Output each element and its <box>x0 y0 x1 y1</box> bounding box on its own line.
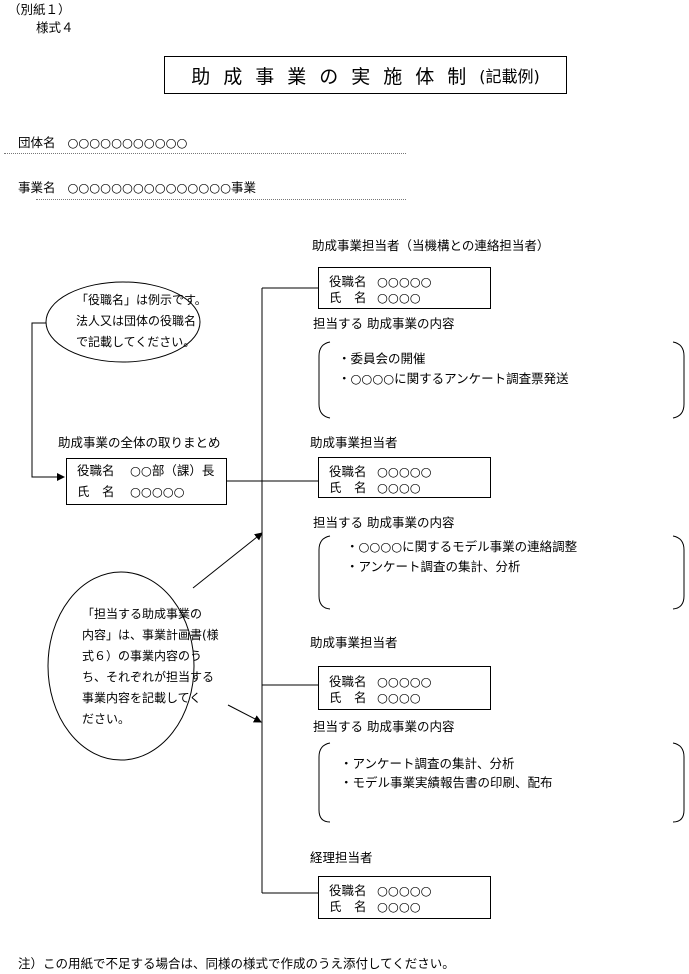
position-value: ○○○○○ <box>377 883 432 898</box>
form-number: 様式４ <box>36 20 74 35</box>
name-value: ○○○○ <box>377 480 421 495</box>
name-value: ○○○○ <box>377 290 421 305</box>
note-line: 法人又は団体の役職名 <box>76 314 197 328</box>
attachment-label: （別紙１） <box>8 2 71 17</box>
title-sub: (記載例) <box>479 67 540 86</box>
note-line: 式６）の事業内容のう <box>82 649 203 663</box>
staff-heading: 助成事業担当者（当機構との連絡担当者） <box>312 238 550 253</box>
staff-box: 役職名 ○○○○○ 氏 名 ○○○○ <box>318 457 491 498</box>
project-value: ○○○○○○○○○○○○○○○事業 <box>67 180 257 195</box>
position-label: 役職名 <box>329 464 367 479</box>
staff-heading: 助成事業担当者 <box>310 635 398 650</box>
overall-box: 役職名 ○○部（課）長 氏 名 ○○○○○ <box>66 458 227 505</box>
accounting-box: 役職名 ○○○○○ 氏 名 ○○○○ <box>318 876 491 919</box>
name-value: ○○○○ <box>377 899 421 914</box>
name-label: 氏 名 <box>329 690 367 705</box>
organization-value: ○○○○○○○○○○○ <box>67 135 188 150</box>
title-main: 助成事業の実施体制 <box>191 65 480 88</box>
content-item: ・○○○○に関するアンケート調査票発送 <box>338 371 569 386</box>
name-label: 氏 名 <box>77 484 115 499</box>
position-value: ○○○○○ <box>377 464 432 479</box>
note-line: で記載してください。 <box>76 335 196 349</box>
position-value: ○○部（課）長 <box>130 463 215 478</box>
divider <box>4 153 406 154</box>
note-line: 「担当する助成事業の <box>82 607 203 621</box>
note-line: 「役職名」は例示です。 <box>76 293 207 307</box>
content-label: 担当する 助成事業の内容 <box>313 515 455 530</box>
content-item: ・アンケート調査の集計、分析 <box>340 756 515 771</box>
position-note-ellipse <box>45 281 201 363</box>
accounting-heading: 経理担当者 <box>310 850 373 865</box>
content-item: ・モデル事業実績報告書の印刷、配布 <box>340 775 553 790</box>
content-brackets <box>318 341 685 823</box>
position-label: 役職名 <box>329 274 367 289</box>
staff-box: 役職名 ○○○○○ 氏 名 ○○○○ <box>318 267 491 309</box>
content-note-ellipse <box>47 571 195 761</box>
note-line: 内容」は、事業計画書(様 <box>82 628 219 642</box>
note-line: ち、それぞれが担当する <box>82 670 215 684</box>
organization-label: 団体名 <box>18 135 56 150</box>
staff-heading: 助成事業担当者 <box>310 435 398 450</box>
name-label: 氏 名 <box>329 480 367 495</box>
overall-heading: 助成事業の全体の取りまとめ <box>58 435 221 450</box>
note-line: ださい。 <box>82 712 131 726</box>
name-label: 氏 名 <box>329 899 367 914</box>
name-label: 氏 名 <box>329 290 367 305</box>
project-field: 事業名 ○○○○○○○○○○○○○○○事業 <box>18 180 257 195</box>
position-label: 役職名 <box>329 883 367 898</box>
footer-note: 注）この用紙で不足する場合は、同様の様式で作成のうえ添付してください。 <box>18 956 455 971</box>
position-label: 役職名 <box>77 463 115 478</box>
content-item: ・委員会の開催 <box>338 351 426 366</box>
note-line: 事業内容を記載してく <box>82 691 202 705</box>
name-value: ○○○○○ <box>130 484 185 499</box>
content-note: 「担当する助成事業の 内容」は、事業計画書(様 式６）の事業内容のう ち、それぞ… <box>82 604 219 730</box>
position-value: ○○○○○ <box>377 274 432 289</box>
position-note: 「役職名」は例示です。 法人又は団体の役職名 で記載してください。 <box>76 290 207 353</box>
page-title: 助成事業の実施体制 (記載例) <box>164 56 567 94</box>
name-value: ○○○○ <box>377 690 421 705</box>
content-label: 担当する 助成事業の内容 <box>313 719 455 734</box>
position-value: ○○○○○ <box>377 674 432 689</box>
content-label: 担当する 助成事業の内容 <box>313 316 455 331</box>
project-label: 事業名 <box>18 180 56 195</box>
divider <box>36 199 406 200</box>
content-item: ・アンケート調査の集計、分析 <box>346 559 521 574</box>
position-label: 役職名 <box>329 674 367 689</box>
organization-field: 団体名 ○○○○○○○○○○○ <box>18 135 188 150</box>
content-item: ・○○○○に関するモデル事業の連絡調整 <box>346 539 578 554</box>
staff-box: 役職名 ○○○○○ 氏 名 ○○○○ <box>318 666 491 710</box>
